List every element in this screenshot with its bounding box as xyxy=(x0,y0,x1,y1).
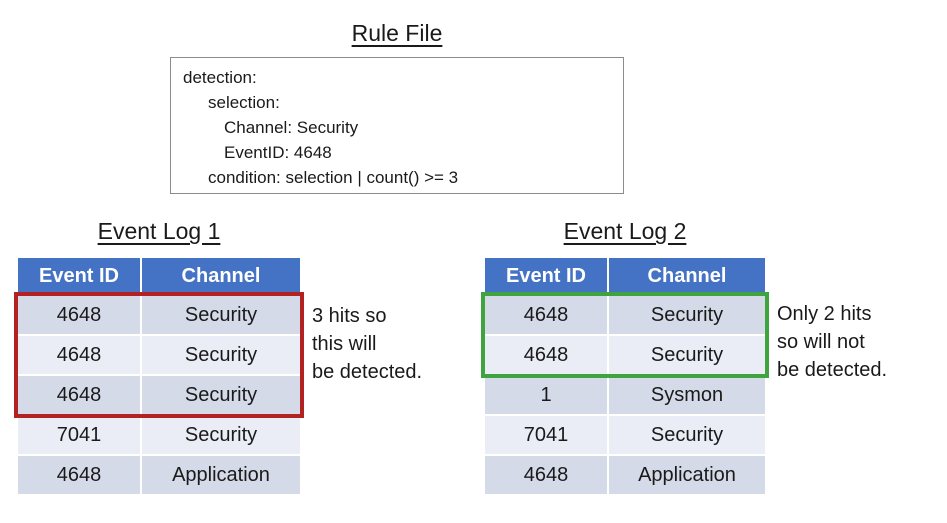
table-cell: Security xyxy=(142,296,300,334)
table-cell: Application xyxy=(142,456,300,494)
annotation-line: 3 hits so xyxy=(312,305,387,327)
event-log-2-header-event-id: Event ID xyxy=(485,258,607,294)
event-log-1-title: Event Log 1 xyxy=(97,218,221,244)
table-cell: 4648 xyxy=(18,336,140,374)
rule-line-channel: Channel: Security xyxy=(224,118,359,137)
table-cell: Application xyxy=(609,456,765,494)
table-cell: Sysmon xyxy=(609,376,765,414)
annotation-line: be detected. xyxy=(312,361,423,383)
event-log-1-header-channel: Channel xyxy=(142,258,300,294)
annotation-line: so will not xyxy=(777,331,865,353)
rule-line-selection: selection: xyxy=(208,93,280,112)
rule-line-detection: detection: xyxy=(183,68,257,87)
table-cell: 4648 xyxy=(18,456,140,494)
event-log-2-title: Event Log 2 xyxy=(563,218,687,244)
table-cell: 1 xyxy=(485,376,607,414)
table-cell: 4648 xyxy=(18,376,140,414)
table-cell: Security xyxy=(609,296,765,334)
event-log-1-annotation: 3 hits so this will be detected. xyxy=(312,302,422,386)
rule-line-condition: condition: selection | count() >= 3 xyxy=(208,168,459,187)
event-log-2-annotation: Only 2 hits so will not be detected. xyxy=(777,300,887,384)
event-log-1-table: Event ID Channel 4648 Security 4648 Secu… xyxy=(18,258,300,494)
table-cell: 4648 xyxy=(485,456,607,494)
table-cell: 7041 xyxy=(18,416,140,454)
rule-line-eventid: EventID: 4648 xyxy=(224,143,332,162)
table-cell: Security xyxy=(142,376,300,414)
table-cell: 4648 xyxy=(18,296,140,334)
table-cell: Security xyxy=(142,336,300,374)
table-cell: 4648 xyxy=(485,296,607,334)
rule-file-box: detection: selection: Channel: Security … xyxy=(170,57,624,194)
rule-file-title: Rule File xyxy=(351,20,443,46)
event-log-2-table: Event ID Channel 4648 Security 4648 Secu… xyxy=(485,258,765,494)
table-cell: Security xyxy=(142,416,300,454)
annotation-line: Only 2 hits xyxy=(777,303,872,325)
annotation-line: this will xyxy=(312,333,377,355)
event-log-2-header-channel: Channel xyxy=(609,258,765,294)
annotation-line: be detected. xyxy=(777,359,888,381)
table-cell: Security xyxy=(609,336,765,374)
event-log-1-header-event-id: Event ID xyxy=(18,258,140,294)
table-cell: 7041 xyxy=(485,416,607,454)
table-cell: 4648 xyxy=(485,336,607,374)
table-cell: Security xyxy=(609,416,765,454)
